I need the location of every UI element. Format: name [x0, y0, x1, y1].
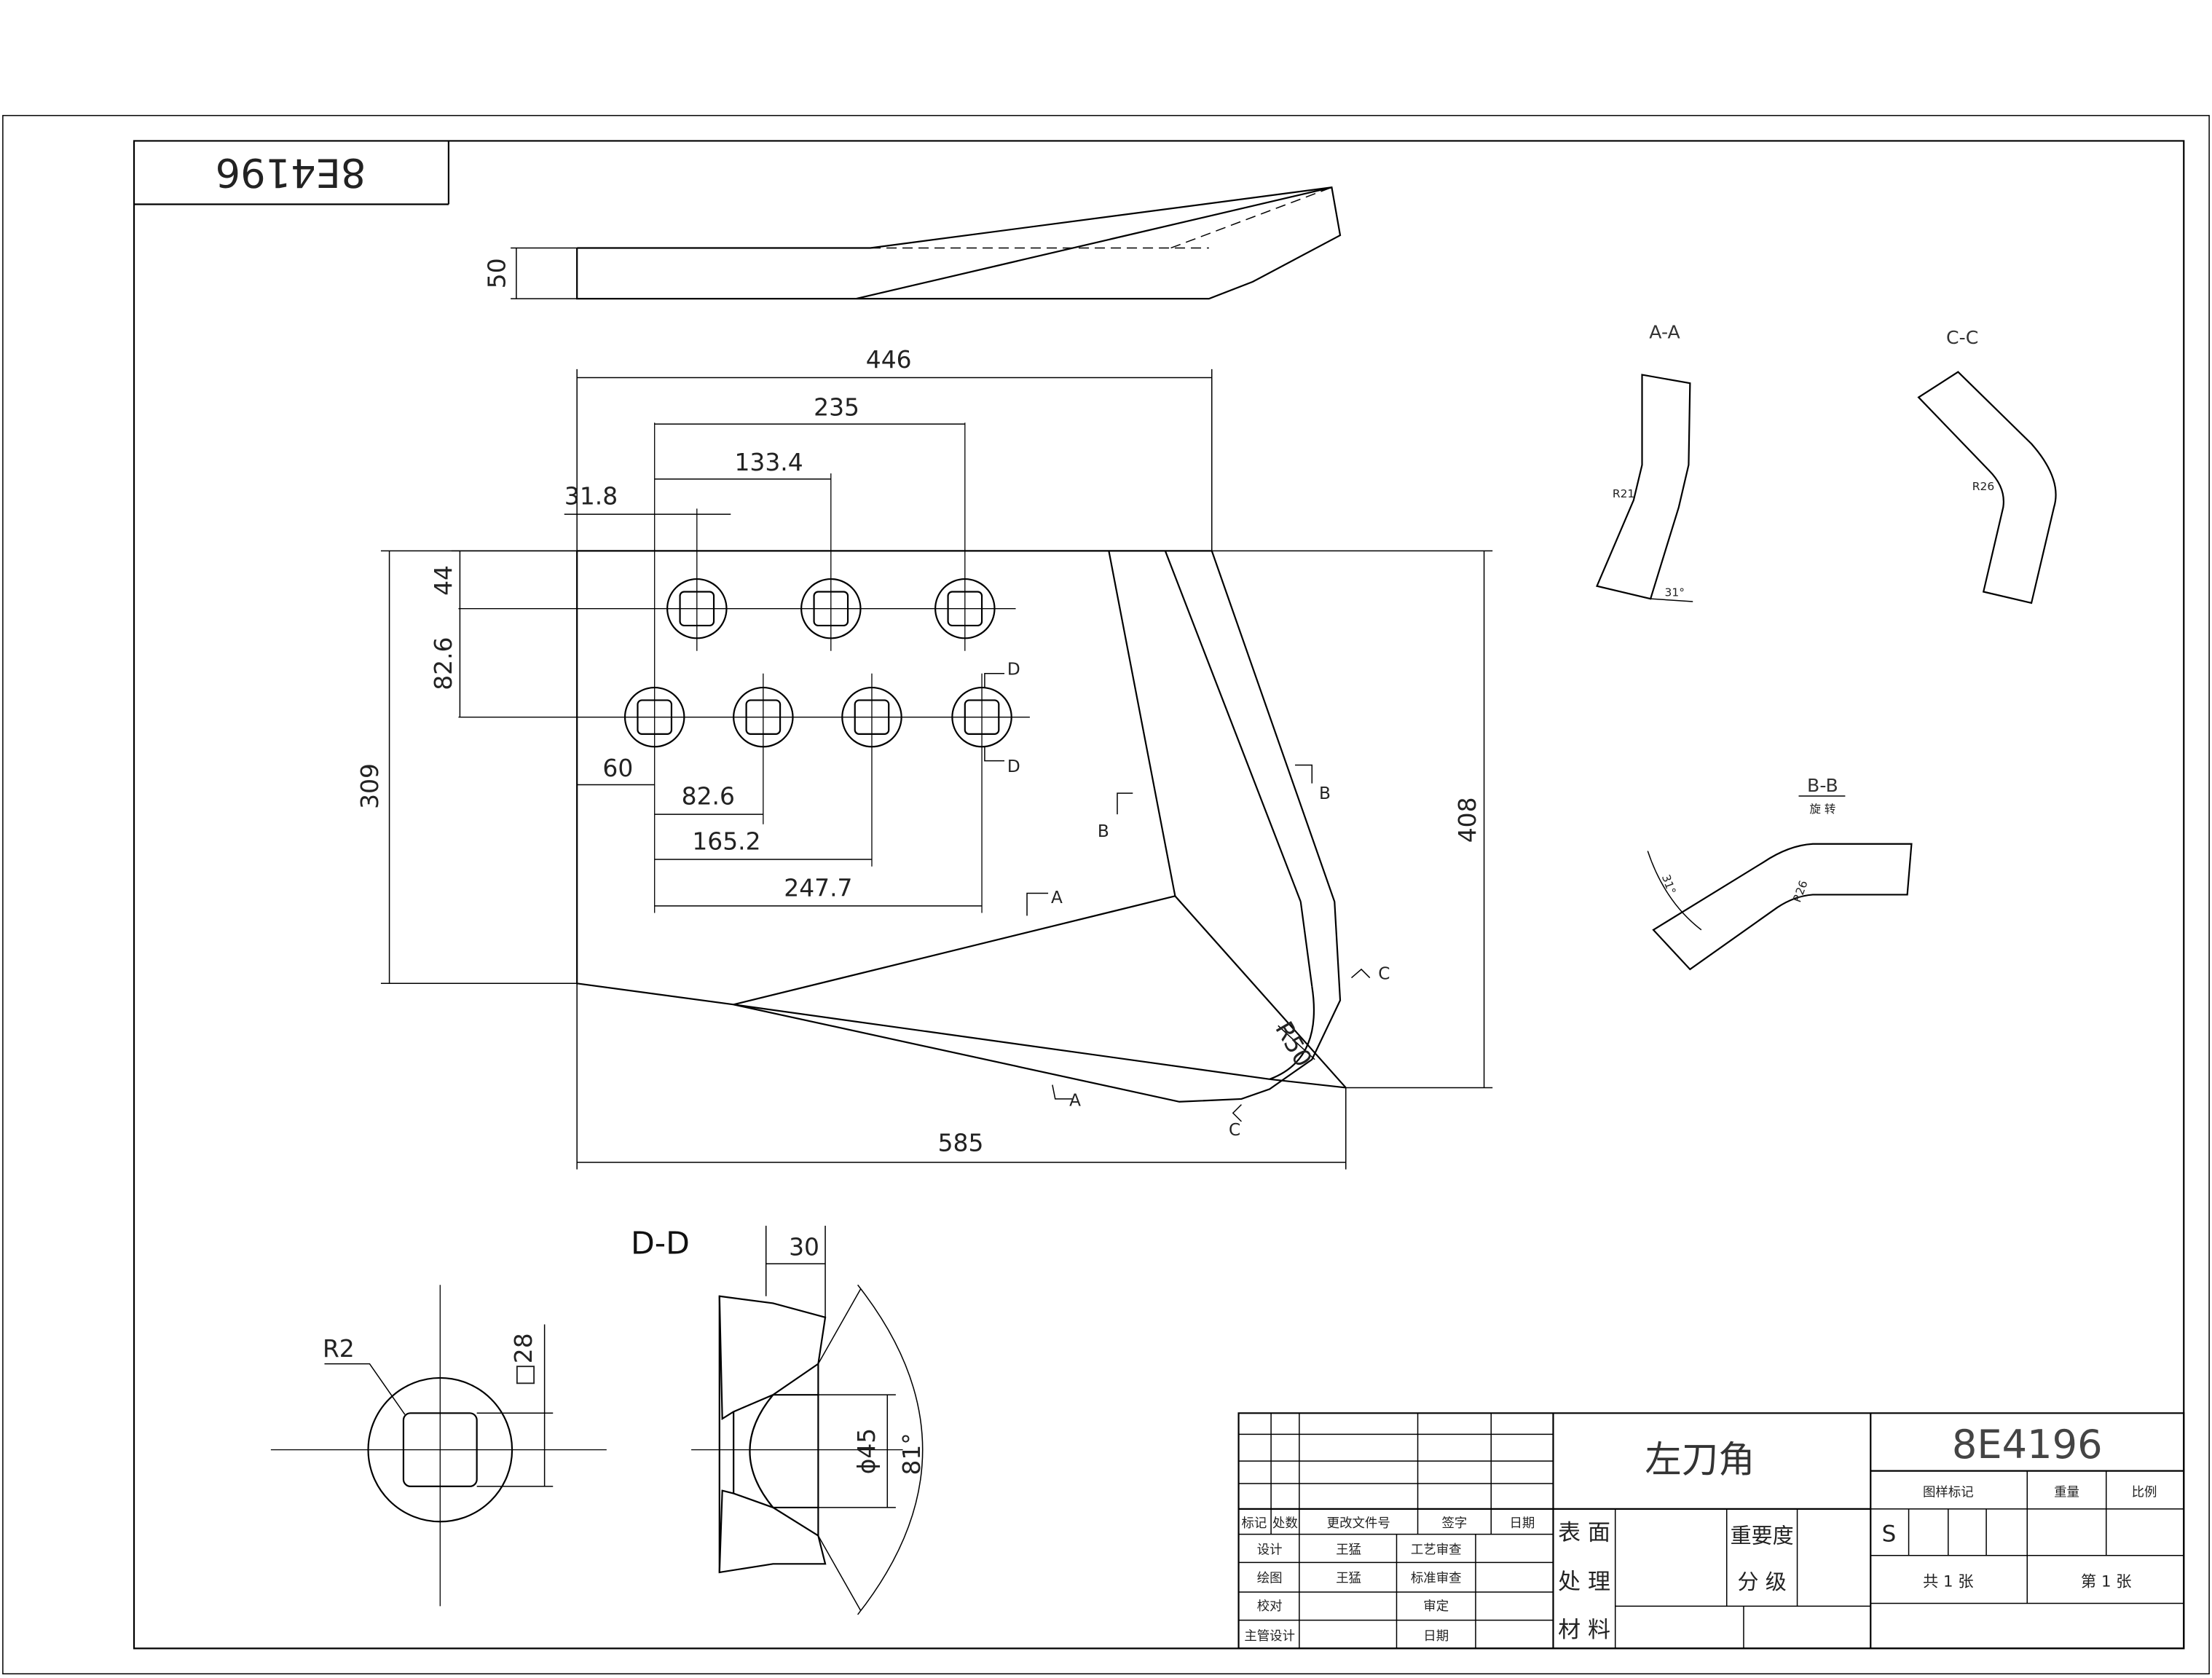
section-aa-angle: 31° [1664, 586, 1684, 599]
section-dd-angle: 81° [897, 1433, 926, 1475]
dim-585-label: 585 [938, 1129, 984, 1157]
part-name: 左刀角 [1645, 1438, 1755, 1481]
detail-radius-label: R2 [323, 1334, 355, 1363]
main-view-dimensions: 446 235 133.4 31.8 44 82.6 309 60 82.6 1… [355, 345, 1492, 1170]
section-dd-title: D-D [631, 1226, 690, 1262]
section-dd-diameter: ϕ45 [852, 1428, 881, 1475]
mirrored-number-box: 8E4196 [134, 141, 449, 204]
section-aa-radius: R21 [1613, 487, 1634, 500]
tb-proofread: 校对 [1257, 1599, 1283, 1614]
tb-date: 日期 [1423, 1629, 1449, 1644]
tb-approve: 审定 [1423, 1599, 1449, 1614]
tb-h-mark: 标记 [1241, 1516, 1267, 1531]
section-bb-title: B-B [1807, 775, 1838, 796]
tb-surface-1: 表 面 [1558, 1519, 1610, 1545]
section-aa-title: A-A [1649, 321, 1680, 342]
tb-drafting: 绘图 [1257, 1571, 1283, 1586]
section-cc-radius: R26 [1972, 480, 1994, 493]
tb-std-review: 标准审查 [1411, 1571, 1462, 1586]
dim-309-label: 309 [355, 763, 384, 809]
marker-c-bottom: C [1229, 1120, 1240, 1140]
section-aa: A-A R21 31° [1597, 321, 1693, 602]
tb-design: 设计 [1257, 1543, 1283, 1558]
tb-h-date: 日期 [1509, 1516, 1535, 1531]
marker-b-right: B [1319, 784, 1331, 803]
tb-chief-design: 主管设计 [1244, 1629, 1295, 1644]
section-bb-radius: R26 [1790, 879, 1810, 905]
dim-235-label: 235 [814, 393, 859, 422]
tb-surface-2: 处 理 [1558, 1569, 1610, 1595]
main-view: R50 [577, 551, 1346, 1101]
tb-material: 材 料 [1558, 1617, 1610, 1643]
section-d-markers: D D [985, 660, 1020, 776]
marker-d-bottom: D [1007, 757, 1020, 776]
dim-60-label: 60 [602, 754, 633, 782]
dim-82-6-vertical-label: 82.6 [429, 637, 457, 690]
marker-b-left: B [1098, 822, 1109, 841]
dim-446-label: 446 [866, 345, 912, 374]
dim-thickness-label: 50 [482, 258, 511, 288]
tb-h-sign: 签字 [1441, 1516, 1467, 1531]
dim-133-4-label: 133.4 [734, 448, 803, 476]
section-cc-title: C-C [1946, 327, 1978, 348]
title-block: 左刀角 8E4196 标记 处数 更改文件号 签字 日期 设计 王猛 工艺审查 … [1239, 1413, 2184, 1648]
tb-total: 共 1 张 [1923, 1572, 1974, 1591]
dim-165-2-label: 165.2 [692, 827, 760, 856]
section-bb: B-B 旋 转 31° R26 [1648, 775, 1911, 969]
section-bb-subtitle: 旋 转 [1809, 803, 1835, 816]
tb-scale: 比例 [2132, 1485, 2157, 1500]
tb-drawing-mark: 图样标记 [1923, 1485, 1974, 1500]
dim-247-7-label: 247.7 [784, 873, 852, 902]
marker-d-top: D [1007, 660, 1020, 680]
detail-square-label: □28 [509, 1333, 538, 1386]
marker-a-lower: A [1069, 1091, 1081, 1111]
sheet-border [3, 116, 2209, 1674]
dim-r50-label: R50 [1270, 1017, 1318, 1072]
marker-a-upper: A [1051, 888, 1063, 907]
tb-drafting-person: 王猛 [1336, 1571, 1361, 1586]
bolt-holes [458, 422, 1029, 913]
dim-31-8-label: 31.8 [564, 482, 618, 511]
dim-408-label: 408 [1453, 797, 1481, 843]
tb-h-change-doc: 更改文件号 [1327, 1516, 1390, 1531]
hole-detail: □28 R2 [271, 1285, 607, 1606]
section-bb-angle: 31° [1659, 873, 1678, 896]
section-dd-depth: 30 [789, 1233, 819, 1261]
mirrored-drawing-number: 8E4196 [216, 150, 366, 196]
marker-c-right: C [1378, 964, 1390, 983]
tb-weight: 重量 [2054, 1485, 2079, 1500]
drawing-number: 8E4196 [1952, 1422, 2103, 1468]
tb-s-mark: S [1882, 1521, 1897, 1547]
tb-importance-1: 重要度 [1731, 1523, 1794, 1548]
section-abc-markers: A A B B C C [1027, 765, 1390, 1140]
dim-82-6-label: 82.6 [682, 782, 735, 811]
tb-sheet: 第 1 张 [2081, 1572, 2132, 1591]
top-view: 50 [482, 187, 1340, 299]
section-cc: C-C R26 [1918, 327, 2055, 603]
tb-h-count: 处数 [1272, 1516, 1298, 1531]
tb-importance-2: 分 级 [1737, 1569, 1786, 1594]
dim-44-label: 44 [429, 565, 457, 596]
tb-process-review: 工艺审查 [1411, 1543, 1462, 1558]
tb-design-person: 王猛 [1336, 1543, 1361, 1558]
section-dd: D-D 30 ϕ45 81° [631, 1226, 926, 1615]
